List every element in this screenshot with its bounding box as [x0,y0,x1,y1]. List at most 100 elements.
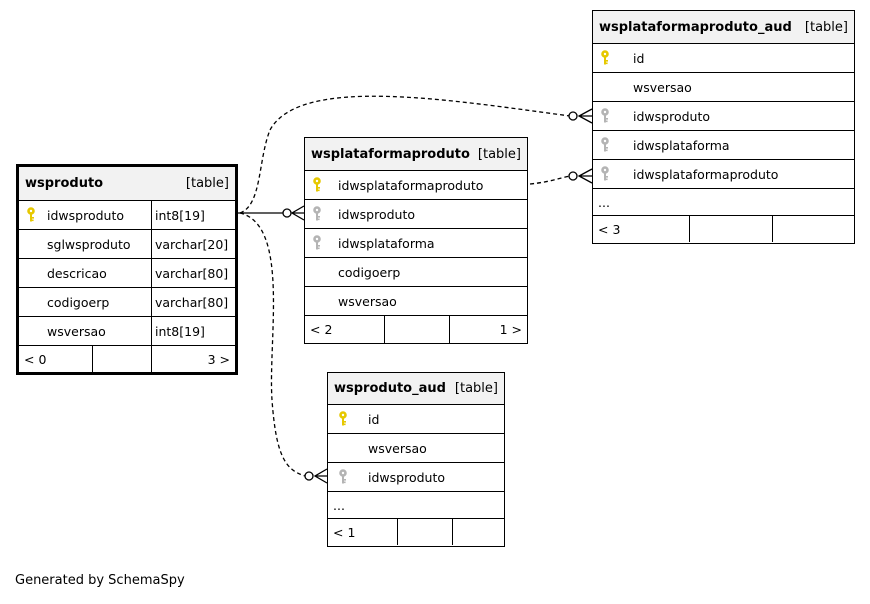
column-name: idwsplataforma [633,137,730,153]
table-header: wsplataformaproduto_aud [table] [593,11,854,44]
foreign-key-icon [600,108,610,124]
table-kind: [table] [804,19,848,35]
column-name: codigoerp [338,264,401,280]
optional-circle [304,471,314,481]
column-row: idwsproduto [305,200,527,229]
column-name: sglwsproduto [47,236,131,252]
column-row: idwsproduto [328,463,504,492]
footer-middle [92,346,151,372]
column-name: wsversao [368,440,427,456]
column-row: id [593,44,854,73]
link-wsplataformaproduto-wsplataformaproduto-aud [529,175,571,185]
column-name: id [633,50,645,66]
generated-by-label: Generated by SchemaSpy [15,573,185,588]
column-row: idwsproduto [593,102,854,131]
column-name: idwsproduto [47,207,124,223]
crows-foot [577,168,593,184]
children-count: 1 > [449,316,527,343]
column-name: idwsproduto [368,469,445,485]
column-row: codigoerp varchar[80] [19,288,235,317]
column-type: varchar[80] [151,288,235,316]
footer-middle [689,216,772,242]
column-row: idwsplataforma [593,131,854,160]
parents-count: < 2 [310,322,333,337]
column-row: idwsplataformaproduto [593,160,854,189]
column-name: wsversao [338,293,397,309]
crows-foot [313,468,328,484]
foreign-key-icon [312,235,322,251]
column-name: idwsplataforma [338,235,435,251]
primary-key-icon [600,50,610,66]
table-kind: [table] [477,146,521,162]
table-wsplataformaproduto-aud[interactable]: wsplataformaproduto_aud [table] id wsver… [592,10,855,244]
optional-circle [568,111,578,121]
foreign-key-icon [312,206,322,222]
foreign-key-icon [338,469,348,485]
column-row: idwsplataformaproduto [305,171,527,200]
column-row: id [328,405,504,434]
column-row: wsversao [593,73,854,102]
table-kind: [table] [454,381,498,396]
column-name: id [368,411,380,427]
link-wsproduto-wsproduto-aud [239,212,306,477]
children-count [772,216,854,242]
column-name: idwsplataformaproduto [338,177,484,193]
column-row: idwsproduto int8[19] [19,201,235,230]
table-header: wsproduto_aud [table] [328,373,504,405]
table-wsplataformaproduto[interactable]: wsplataformaproduto [table] idwsplatafor… [304,137,528,344]
foreign-key-icon [600,137,610,153]
more-columns-row: ... [328,492,504,519]
table-name: wsplataformaproduto [311,146,470,162]
parents-count: < 0 [24,351,47,367]
table-kind: [table] [185,176,229,191]
crows-foot [577,108,593,124]
column-row: descricao varchar[80] [19,259,235,288]
column-row: sglwsproduto varchar[20] [19,230,235,259]
column-row: wsversao [305,287,527,316]
crows-foot [290,205,305,221]
column-row: idwsplataforma [305,229,527,258]
column-name: wsversao [633,79,692,95]
more-columns-ellipsis: ... [598,194,610,210]
column-row: wsversao int8[19] [19,317,235,346]
table-footer: < 3 [593,216,854,242]
children-count: 3 > [151,346,235,372]
column-name: idwsproduto [338,206,415,222]
column-type: varchar[80] [151,259,235,287]
primary-key-icon [312,177,322,193]
column-name: idwsproduto [633,108,710,124]
column-name: descricao [47,265,107,281]
table-header: wsproduto [table] [19,167,235,201]
column-type: int8[19] [151,317,235,345]
table-name: wsplataformaproduto_aud [599,19,792,35]
column-row: wsversao [328,434,504,463]
table-name: wsproduto [25,176,104,191]
column-name: codigoerp [47,294,110,310]
link-wsproduto-wsplataformaproduto-aud [239,95,571,214]
children-count [452,519,504,545]
more-columns-row: ... [593,189,854,216]
footer-middle [384,316,449,343]
table-wsproduto-aud[interactable]: wsproduto_aud [table] id wsversao idwspr… [327,372,505,547]
primary-key-icon [338,411,348,427]
column-name: idwsplataformaproduto [633,166,779,182]
column-type: int8[19] [151,201,235,229]
column-name: wsversao [47,323,106,339]
optional-circle [568,171,578,181]
parents-count: < 3 [598,221,621,237]
footer-middle [397,519,452,545]
table-header: wsplataformaproduto [table] [305,138,527,171]
table-footer: < 0 3 > [19,346,235,372]
column-type: varchar[20] [151,230,235,258]
table-footer: < 1 [328,519,504,545]
table-footer: < 2 1 > [305,316,527,343]
column-row: codigoerp [305,258,527,287]
table-wsproduto[interactable]: wsproduto [table] idwsproduto int8[19] s… [16,164,238,375]
foreign-key-icon [600,166,610,182]
primary-key-icon [26,207,36,223]
more-columns-ellipsis: ... [333,497,345,513]
parents-count: < 1 [333,524,356,540]
optional-circle [282,208,292,218]
table-name: wsproduto_aud [334,381,446,396]
